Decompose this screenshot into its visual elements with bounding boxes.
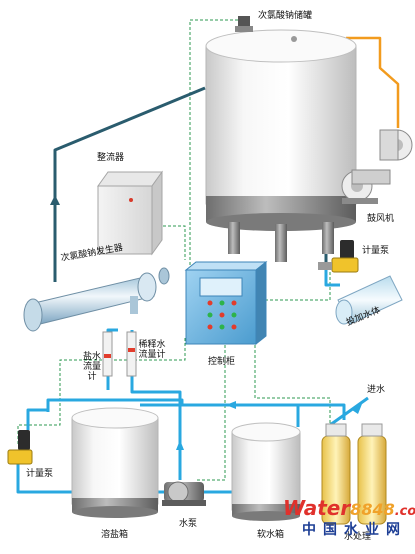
label-brine-flowmeter: 盐水流量计 <box>82 352 101 382</box>
flow-arrow-inlet <box>352 404 362 414</box>
flow-arrow-up-blue <box>176 440 184 450</box>
dosing-water-pipe <box>335 275 403 325</box>
rectifier <box>97 170 163 256</box>
label-control-cabinet: 控制柜 <box>208 357 236 367</box>
control-line-tank <box>189 19 238 270</box>
water-pipe-softener-to-tank <box>296 403 346 427</box>
label-rectifier: 整流器 <box>97 153 125 163</box>
label-soft-water-tank: 软水箱 <box>257 530 285 540</box>
control-cabinet <box>184 260 268 346</box>
label-storage-tank: 次氯酸钠储罐 <box>258 11 313 21</box>
control-line-pump-left <box>17 338 186 445</box>
label-salt-tank: 溶盐箱 <box>101 530 129 540</box>
control-lines <box>17 19 331 481</box>
label-metering-pump-right: 计量泵 <box>362 246 390 256</box>
watermark-brand: Water <box>283 496 351 520</box>
watermark-suffix: .com <box>394 504 415 519</box>
water-pipe-pump-out <box>16 460 72 494</box>
control-line-rectifier <box>158 225 186 260</box>
flow-arrow-left <box>226 401 236 409</box>
label-blower: 鼓风机 <box>367 214 395 224</box>
soft-water-tank <box>231 422 301 521</box>
flow-arrow-up <box>50 195 60 205</box>
storage-tank <box>205 16 357 262</box>
blower <box>341 129 413 204</box>
product-pipe-to-tank <box>53 86 206 282</box>
metering-pump-right <box>318 240 359 273</box>
label-dilution-flowmeter: 稀释水流量计 <box>138 340 166 360</box>
control-line-softener <box>254 345 331 425</box>
softener <box>321 423 387 525</box>
label-water-inlet: 进水 <box>367 385 386 395</box>
air-pipe <box>346 36 400 128</box>
water-pipe-brine-pump <box>26 408 48 430</box>
water-pipe-brine-line <box>46 398 184 412</box>
metering-pump-left <box>7 430 33 465</box>
label-metering-pump-left: 计量泵 <box>26 469 54 479</box>
flowmeters <box>102 331 137 377</box>
control-line-pump-right <box>265 262 331 301</box>
label-softener: 水处理 <box>344 532 372 542</box>
water-pump <box>162 481 206 506</box>
label-water-pump: 水泵 <box>179 519 198 529</box>
generator <box>23 267 170 332</box>
water-pipes <box>16 262 369 494</box>
watermark-logo: Water8848.com <box>283 497 415 523</box>
control-line-pump <box>195 345 226 481</box>
watermark-cn: 中国水业网 <box>302 522 407 538</box>
water-pipe-inlet <box>329 396 369 427</box>
salt-tank <box>71 407 159 518</box>
watermark-number: 8848 <box>350 500 395 519</box>
